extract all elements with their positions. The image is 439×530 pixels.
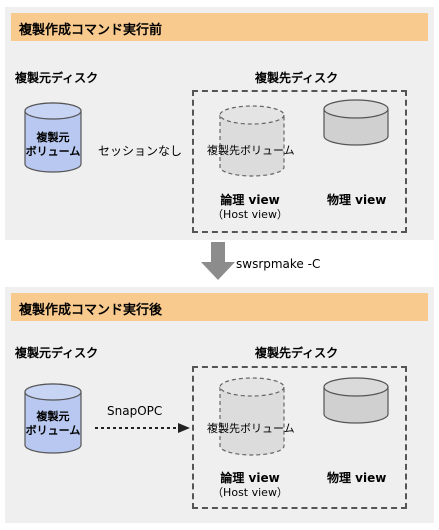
after-source-volume-label: 複製元 ボリューム — [25, 410, 81, 438]
before-target-disk-label: 複製先ディスク — [255, 71, 339, 85]
command-label: swsrpmake -C — [236, 257, 321, 271]
snapopc-arrow — [95, 423, 190, 433]
before-logical-cylinder — [219, 105, 285, 177]
after-source-volume-line1: 複製元 — [36, 410, 70, 423]
before-source-disk-label: 複製元ディスク — [15, 71, 99, 85]
after-target-volume-label: 複製先ボリューム — [207, 422, 295, 435]
before-session-label: セッションなし — [98, 144, 183, 158]
after-logical-cylinder — [219, 377, 285, 456]
command-arrow — [201, 242, 235, 280]
after-logical-view-label: 論理 view — [220, 471, 280, 485]
before-logical-view-label: 論理 view — [220, 193, 280, 207]
before-host-view-label: （Host view） — [212, 208, 288, 221]
before-source-cylinder — [24, 102, 82, 173]
before-target-disk-box — [192, 90, 407, 233]
after-source-volume-line2: ボリューム — [25, 424, 81, 437]
before-title: 複製作成コマンド実行前 — [19, 23, 163, 38]
before-source-volume-line1: 複製元 — [36, 131, 70, 144]
before-target-volume-label: 複製先ボリューム — [207, 144, 295, 157]
before-physical-view-label: 物理 view — [327, 193, 387, 207]
before-source-volume-line2: ボリューム — [25, 145, 81, 158]
after-host-view-label: （Host view） — [212, 486, 288, 499]
after-source-cylinder — [24, 383, 82, 454]
after-physical-view-label: 物理 view — [327, 471, 387, 485]
after-physical-cylinder — [323, 377, 389, 424]
after-copy-label: SnapOPC — [107, 404, 163, 418]
before-source-volume-label: 複製元 ボリューム — [25, 131, 81, 159]
before-header: 複製作成コマンド実行前 — [11, 13, 428, 41]
before-physical-cylinder — [323, 99, 389, 146]
